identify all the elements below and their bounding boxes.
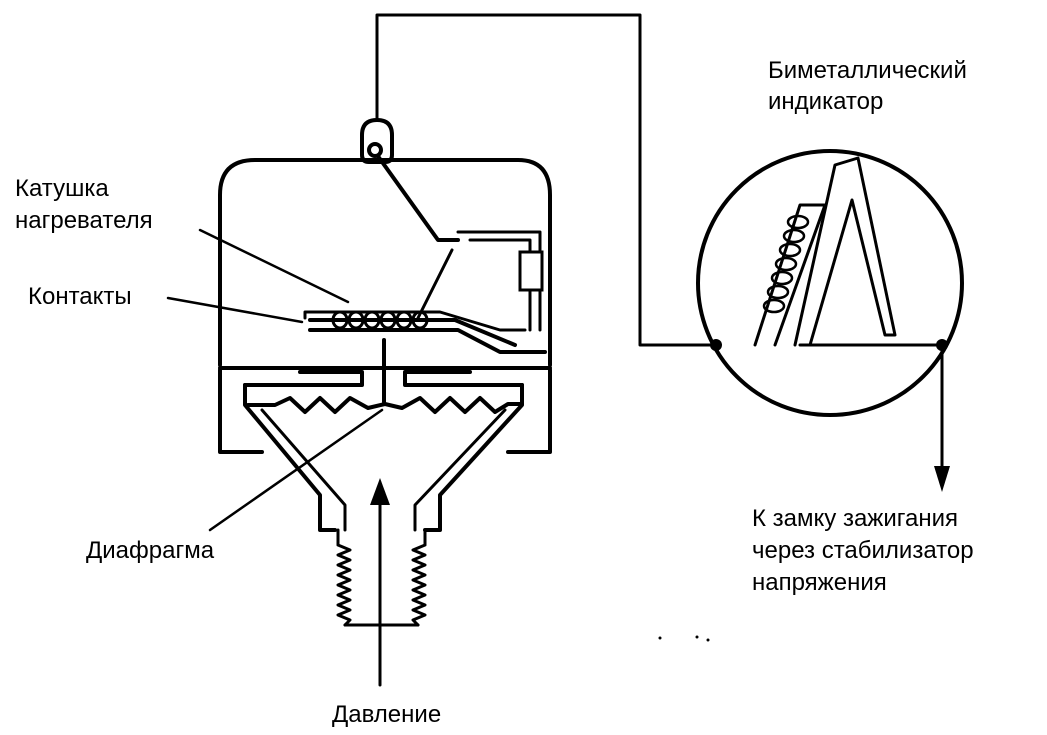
label-pressure: Давление [332, 701, 441, 728]
leader-lines [166, 228, 384, 532]
heater-coil [331, 310, 429, 330]
label-heater-coil-line1: Катушка [15, 175, 109, 202]
pressure-arrow [370, 478, 390, 687]
label-bimetal-indicator-line2: индикатор [768, 88, 883, 115]
label-contacts: Контакты [28, 283, 132, 310]
label-ignition-line2: через стабилизатор [752, 537, 974, 564]
diaphragm [246, 396, 522, 414]
label-ignition-line3: напряжения [752, 569, 887, 596]
label-diaphragm: Диафрагма [86, 537, 215, 564]
internal-mechanism [303, 150, 547, 404]
connecting-wire [375, 13, 950, 492]
terminal-pivot [360, 118, 394, 164]
label-bimetal-indicator-line1: Биметаллический [768, 57, 967, 84]
resistor [518, 250, 544, 292]
stray-dots [658, 635, 710, 642]
diaphragm-chamber [243, 370, 524, 532]
label-heater-coil-line2: нагревателя [15, 207, 153, 234]
bimetal-indicator [696, 149, 964, 417]
label-ignition-line1: К замку зажигания [752, 505, 958, 532]
